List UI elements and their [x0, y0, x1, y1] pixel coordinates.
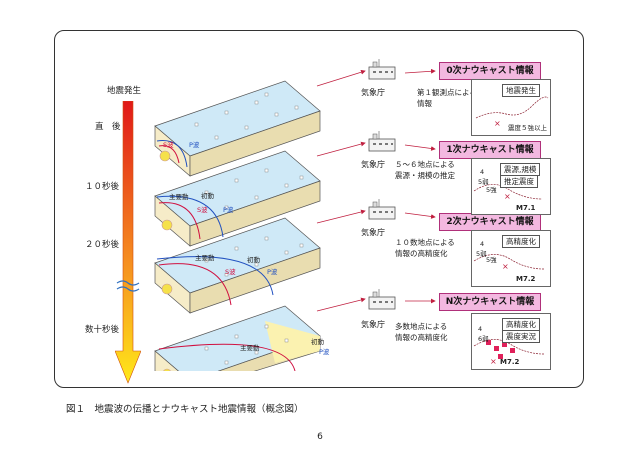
figure-caption: 図１ 地震波の伝播とナウキャスト地震情報（概念図） — [66, 404, 304, 415]
nowcast-0-desc-line-1: 第１観測点による — [417, 88, 477, 97]
page-number: 6 — [317, 432, 323, 442]
p-wave-label-2: P波 — [267, 268, 278, 276]
nowcast-2-title: 2次ナウキャスト情報 — [439, 213, 541, 231]
agency-label: 気象庁 — [361, 160, 385, 169]
svg-text:×: × — [494, 119, 501, 128]
nowcast-2-desc-line-1: １０数地点による — [395, 238, 455, 247]
main-shock-label-1: 主要動 — [169, 193, 189, 201]
timeline-arrow — [115, 101, 141, 384]
agency-label: 気象庁 — [361, 88, 385, 97]
nowcast-1-desc: ５～６地点による 震源・規模の推定 — [395, 159, 455, 182]
nowcast-1-title: 1次ナウキャスト情報 — [439, 141, 541, 159]
s-wave-label-0: S波 — [163, 141, 174, 149]
nowcast-3-title: N次ナウキャスト情報 — [439, 293, 541, 311]
nowcast-3-desc-line-2: 情報の高精度化 — [395, 333, 448, 343]
wave-propagation-blocks — [154, 80, 321, 371]
s-wave-label-2: S波 — [225, 268, 236, 276]
nowcast-3-magnitude: M7.2 — [500, 358, 520, 366]
block-20s — [154, 217, 321, 314]
nowcast-2-magnitude: M7.2 — [516, 275, 536, 283]
intensity-mark: 4 — [478, 325, 483, 333]
main-shock-label-2: 主要動 — [195, 254, 215, 262]
intensity-mark: 6弱 — [478, 335, 489, 343]
block-tens-of-seconds — [154, 305, 321, 371]
connector-arrows — [316, 68, 436, 312]
agency-building-icon — [367, 289, 397, 311]
agency-building-icon — [367, 131, 397, 153]
nowcast-2-label: 高精度化 — [502, 235, 540, 248]
p-wave-label-3: P波 — [319, 348, 330, 356]
main-shock-label-3: 主要動 — [240, 344, 260, 352]
svg-text:×: × — [490, 357, 497, 366]
initial-shock-label-3: 初動 — [311, 338, 324, 346]
agency-building-icon — [367, 199, 397, 221]
agency-building-icon — [367, 59, 397, 81]
p-wave-label-1: P波 — [223, 206, 234, 214]
stage-label-10s: １０秒後 — [85, 182, 120, 192]
block-immediate — [154, 80, 321, 177]
figure-frame: 地震発生 直 後 １０秒後 ２０秒後 数十秒後 — [54, 30, 584, 388]
initial-shock-label-2: 初動 — [247, 256, 260, 264]
nowcast-0-label: 地震発生 — [502, 84, 540, 97]
s-wave-label-1: S波 — [197, 206, 208, 214]
p-wave-label-0: P波 — [189, 141, 200, 149]
nowcast-3-desc: 多数地点による 情報の高精度化 — [395, 321, 448, 344]
block-10s — [154, 150, 321, 247]
nowcast-1-map: × 4 5弱 5強 震源,規模 推定震度 M7.1 — [471, 158, 551, 215]
stage-label-immediate: 直 後 — [95, 122, 121, 132]
nowcast-1-magnitude: M7.1 — [516, 204, 536, 212]
nowcast-1-desc-line-1: ５～６地点による — [395, 160, 455, 169]
stage-label-20s: ２０秒後 — [85, 240, 120, 250]
intensity-mark: 5弱 — [476, 250, 487, 258]
svg-text:×: × — [502, 262, 509, 271]
svg-text:×: × — [504, 192, 511, 201]
nowcast-2-desc-line-2: 情報の高精度化 — [395, 249, 448, 259]
intensity-mark: 4 — [480, 168, 485, 176]
agency-label: 気象庁 — [361, 228, 385, 237]
nowcast-0-map: × 地震発生 震度５強以上 — [471, 79, 551, 136]
initial-shock-label-1: 初動 — [201, 192, 214, 200]
nowcast-0-title: 0次ナウキャスト情報 — [439, 62, 541, 80]
nowcast-3-label-b: 震度実況 — [502, 330, 540, 343]
nowcast-1-label-b: 推定震度 — [500, 175, 538, 188]
nowcast-0-note: 震度５強以上 — [508, 124, 547, 132]
nowcast-0-desc-line-2: 情報 — [417, 99, 432, 109]
intensity-mark: 5強 — [486, 186, 497, 194]
nowcast-1-desc-line-2: 震源・規模の推定 — [395, 171, 455, 181]
intensity-mark: 5弱 — [478, 178, 489, 186]
intensity-mark: 5強 — [486, 256, 497, 264]
nowcast-2-map: × 4 5弱 5強 高精度化 M7.2 — [471, 230, 551, 287]
nowcast-0-desc: 第１観測点による 情報 — [417, 87, 477, 110]
agency-label: 気象庁 — [361, 320, 385, 329]
nowcast-2-desc: １０数地点による 情報の高精度化 — [395, 237, 455, 260]
nowcast-3-desc-line-1: 多数地点による — [395, 322, 448, 331]
stage-label-tens-of-seconds: 数十秒後 — [85, 325, 120, 335]
timeline-title: 地震発生 — [107, 86, 142, 96]
nowcast-3-map: × 4 6弱 高精度化 震度実況 M7.2 — [471, 313, 551, 370]
intensity-mark: 4 — [480, 240, 485, 248]
